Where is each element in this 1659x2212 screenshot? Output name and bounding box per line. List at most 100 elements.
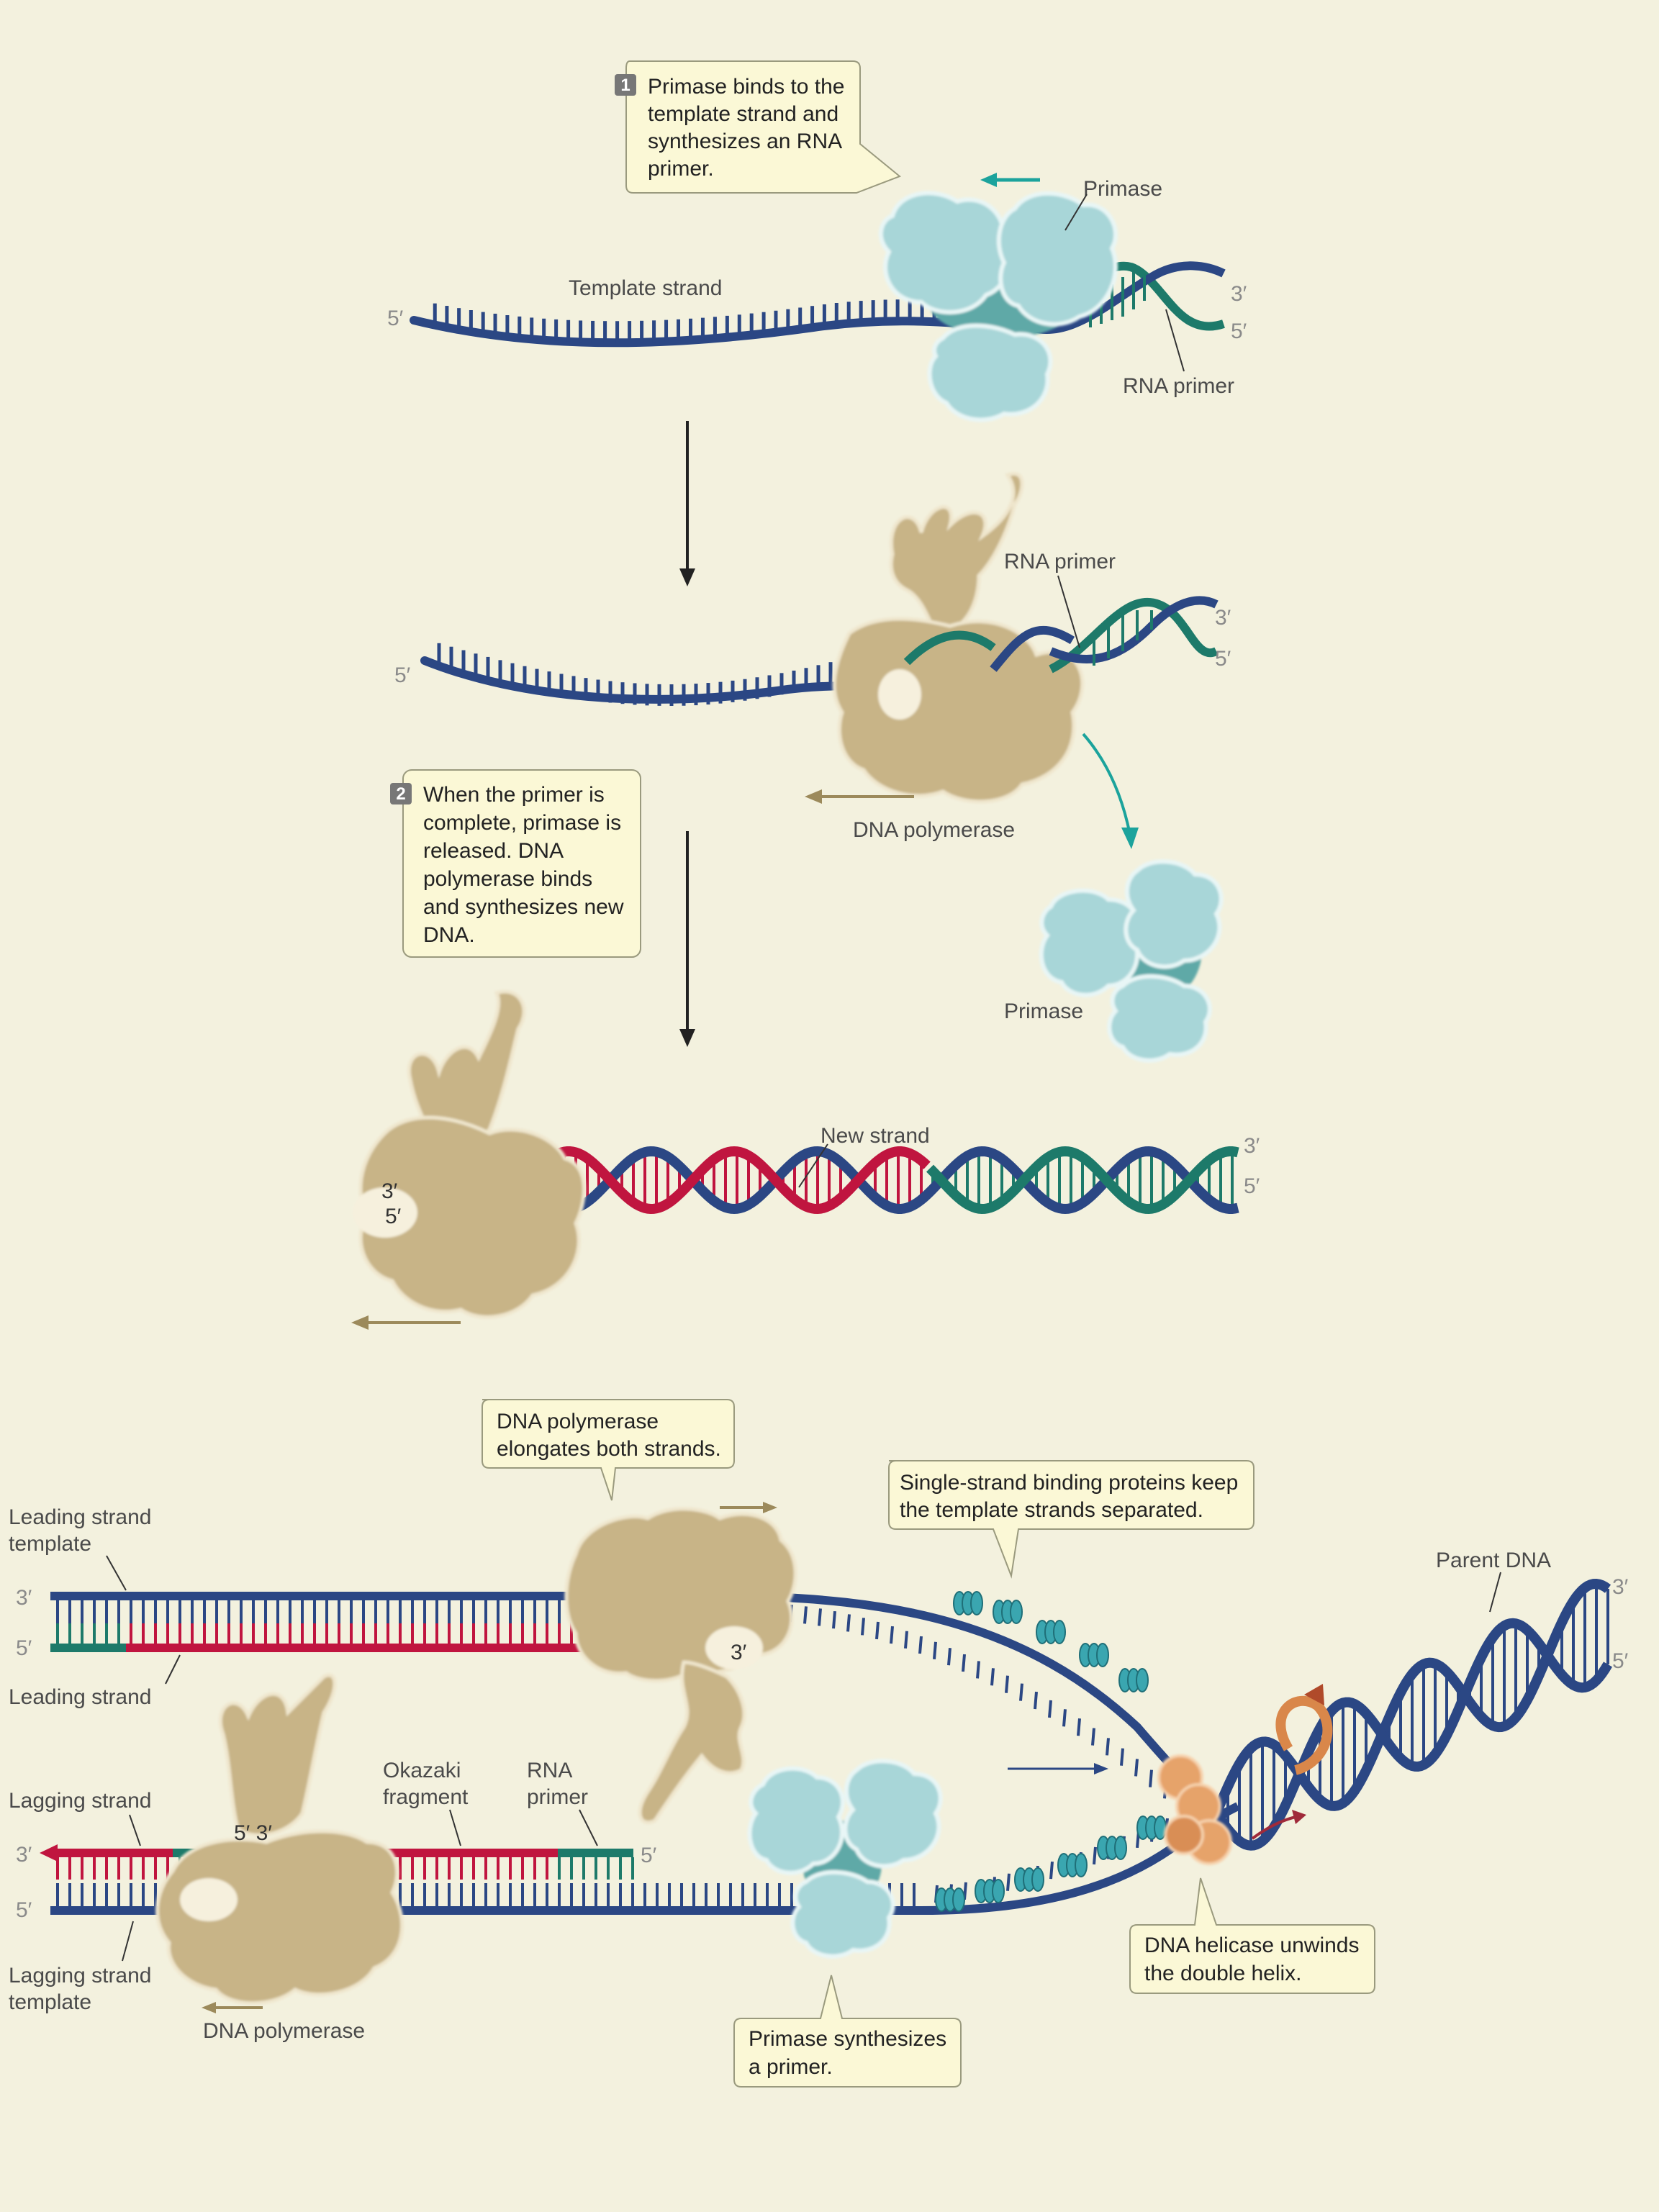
flow-arrowhead [679, 568, 695, 586]
step2-helix [903, 596, 1219, 674]
dna-polymerase-label: DNA polymerase [203, 2019, 365, 2043]
new-strand-label: New strand [821, 1124, 930, 1148]
base-pair-tick [890, 1626, 894, 1644]
lagging-strand-label: Lagging strand [9, 1789, 152, 1813]
rna-primer-label: RNA [527, 1759, 572, 1782]
step2-caption-line: released. DNA [423, 839, 564, 863]
parent-dna-helix [1211, 1578, 1612, 1851]
base-pair-tick [1077, 1718, 1081, 1736]
leading-template-label: template [9, 1532, 91, 1556]
three-prime-label: 3′ [1215, 606, 1231, 630]
template-strand-label: Template strand [569, 276, 722, 300]
parent-dna-label: Parent DNA [1436, 1549, 1551, 1572]
step1-panel: 1 Primase binds to the template strand a… [387, 60, 1247, 422]
ssb-protein [1053, 1620, 1066, 1644]
rna-primer-label: primer [527, 1785, 588, 1809]
leading-polymerase-arrowhead [763, 1502, 777, 1513]
primase-callout: Primase synthesizes a primer. [733, 1975, 962, 2088]
five-prime-label: 5′ [1244, 1174, 1260, 1198]
dna-helicase-enzyme [1157, 1754, 1232, 1865]
step2-caption-line: and synthesizes new [423, 895, 624, 919]
release-arrowhead [1121, 828, 1139, 849]
primase-enzyme [878, 191, 1118, 422]
three-prime-label: 3′ [731, 1641, 747, 1664]
base-pair-tick [933, 1641, 937, 1659]
leading-strand-label: Leading strand [9, 1685, 152, 1709]
base-pair-tick [1062, 1709, 1067, 1727]
leading-template-label: Leading strand [9, 1505, 152, 1529]
base-pair-tick [1034, 1691, 1038, 1710]
three-prime-label: 3′ [16, 1843, 32, 1867]
rna-primer-label: RNA primer [1123, 374, 1234, 398]
ssb-protein [1136, 1668, 1149, 1692]
release-arrow [1082, 733, 1131, 835]
leader-line [106, 1555, 127, 1591]
okazaki-fragment-label: Okazaki [383, 1759, 461, 1782]
helicase-movement-arrow [1251, 1816, 1296, 1840]
step1-caption-line: Primase binds to the [648, 75, 844, 99]
primase-label: Primase [1004, 1000, 1083, 1023]
step2-caption-line: polymerase binds [423, 867, 592, 891]
dna-polymerase-enzyme [353, 989, 586, 1319]
leader-line [1489, 1572, 1501, 1613]
leader-line [798, 1143, 828, 1188]
step2-caption-line: complete, primase is [423, 811, 621, 835]
lagging-template-label: template [9, 1990, 91, 2014]
base-pair-tick [976, 1661, 980, 1679]
step1-caption: 1 Primase binds to the template strand a… [615, 60, 901, 194]
five-prime-label: 5′ [394, 663, 411, 687]
step3-panel: New strand 3′ 5′ 3′ 5′ [351, 989, 1260, 1330]
base-pair-tick [990, 1668, 995, 1686]
lagging-polymerase-arrowhead [202, 2002, 216, 2013]
helicase-rotation-ribbon [1275, 1695, 1333, 1775]
base-pair-tick [861, 1618, 865, 1636]
okazaki-ends-label: 5′ 3′ [234, 1821, 272, 1845]
leader-line [1165, 309, 1185, 372]
leader-line [1064, 194, 1088, 231]
base-pair-tick [1091, 1728, 1095, 1746]
base-pair-tick [1006, 1873, 1011, 1891]
callout-line: elongates both strands. [497, 1437, 721, 1461]
five-prime-label: 5′ [1231, 319, 1247, 343]
base-pair-tick [947, 1647, 951, 1666]
lagging-dna-polymerase [155, 1673, 404, 2005]
step1-number-badge [615, 74, 636, 96]
ssb-protein [1114, 1836, 1127, 1860]
ssb-protein [1010, 1600, 1023, 1624]
helicase-movement-arrowhead [1292, 1810, 1306, 1824]
ssb-protein [1096, 1643, 1109, 1667]
ssb-protein [952, 1887, 965, 1912]
step2-panel: 2 When the primer is complete, primase i… [390, 471, 1231, 1063]
base-pair-tick [1134, 1759, 1139, 1777]
base-pair-tick [803, 1606, 808, 1624]
step1-caption-line: primer. [648, 157, 714, 181]
leader-line [129, 1814, 141, 1846]
okazaki-fragment-label: fragment [383, 1785, 469, 1809]
leader-line [165, 1654, 181, 1685]
ssb-protein [1075, 1853, 1088, 1877]
five-prime-label: 5′ [1612, 1649, 1629, 1673]
primase-arrowhead [980, 173, 997, 187]
callout-line: Single-strand binding proteins keep [900, 1471, 1238, 1495]
step1-caption-line: synthesizes an RNA [648, 130, 842, 153]
lagging-strand [40, 1844, 871, 1880]
five-prime-label: 5′ [16, 1898, 32, 1922]
step2-caption-line: When the primer is [423, 783, 605, 807]
three-prime-label: 3′ [1244, 1134, 1260, 1158]
callout-line: a primer. [749, 2055, 833, 2079]
base-pair-tick [1005, 1675, 1009, 1693]
three-prime-label: 3′ [381, 1179, 398, 1203]
five-prime-label: 5′ [1215, 647, 1231, 671]
base-pair-tick [832, 1610, 836, 1629]
callout-line: Primase synthesizes [749, 2027, 946, 2051]
single-strand-binding-proteins [935, 1591, 1167, 1912]
leader-line [449, 1809, 461, 1846]
fork-direction-arrowhead [1094, 1763, 1108, 1774]
fork-primase-enzyme [747, 1759, 943, 1959]
three-prime-label: 3′ [1612, 1575, 1629, 1599]
base-pair-tick [962, 1654, 966, 1672]
ssb-callout: Single-strand binding proteins keep the … [888, 1460, 1255, 1579]
step2-caption-line: DNA. [423, 923, 475, 947]
base-pair-tick [1106, 1738, 1110, 1756]
